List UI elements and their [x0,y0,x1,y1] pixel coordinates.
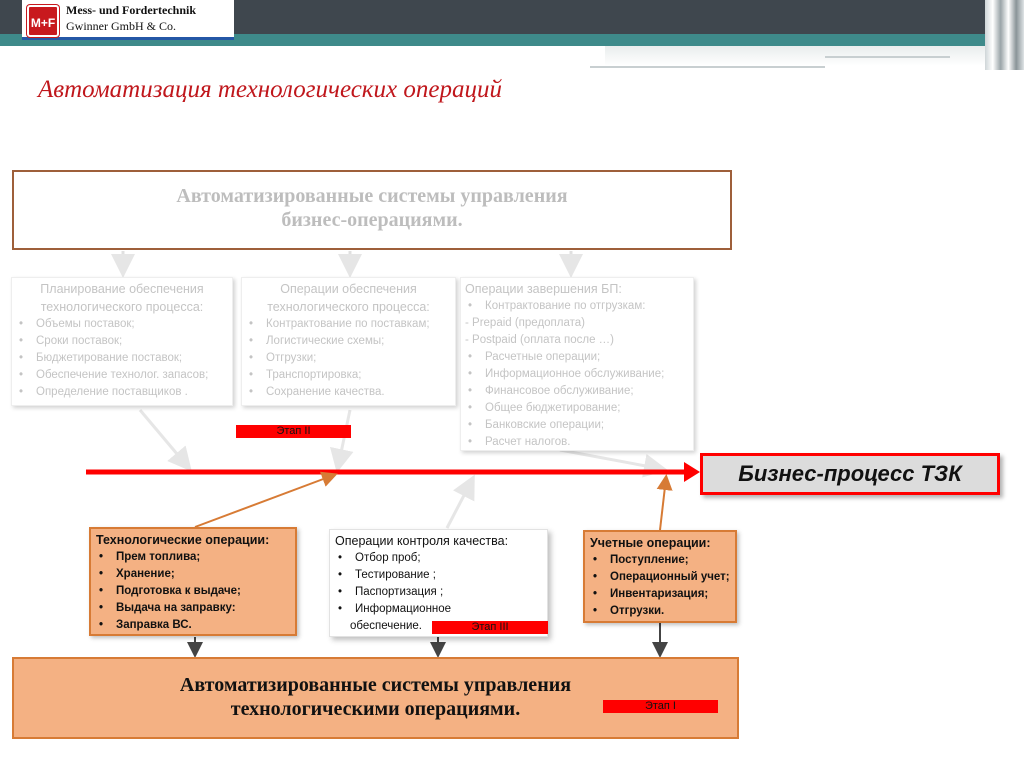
supply-ops-title-cont: технологического процесса: [267,300,430,314]
tech-ops-systems-line2: технологическими операциями. [230,698,521,720]
company-name-sub: Gwinner GmbH & Co. [66,19,176,33]
header-band [0,34,1024,46]
stage-1-label: Этап I [603,700,718,713]
list-item: - Postpaid (оплата после …) [465,334,615,346]
company-logo-icon: M+F [27,5,59,37]
list-item: Логистические схемы; [246,333,451,350]
header-decoration [590,66,825,68]
list-item: Банковские операции; [465,417,689,434]
supply-ops-box: Операции обеспечения технологического пр… [241,277,456,406]
business-ops-systems-line2: бизнес-операциями. [281,209,463,231]
list-item: Транспортировка; [246,367,451,384]
list-item: Расчет налогов. [465,434,689,451]
quality-ops-title: Операции контроля качества: [335,534,509,548]
list-item: Сохранение качества. [246,384,451,401]
business-ops-systems-box: Автоматизированные системы управления би… [12,170,732,250]
list-item: Расчетные операции; [465,349,689,366]
list-item: Поступление; [590,552,730,569]
company-name: Mess- und Fordertechnik [66,3,196,17]
connector-account-flow [656,474,673,531]
list-item: Отбор проб; [335,550,542,567]
list-item: Объемы поставок; [16,316,228,333]
quality-ops-box: Операции контроля качества: Отбор проб; … [329,529,548,637]
stage-2-label: Этап II [236,425,351,438]
planning-title-cont: технологического процесса: [40,300,204,314]
connector-completion-flow [559,448,668,478]
header-decoration [605,46,985,66]
business-process-flow-arrowhead [684,462,700,482]
connector-planning-flow [138,409,192,472]
completion-ops-title: Операции завершения БП: [465,282,622,296]
page-title: Автоматизация технологических операций [38,76,502,103]
list-item: Контрактование по поставкам; [246,316,451,333]
list-item: Общее бюджетирование; [465,400,689,417]
list-item: Отгрузки. [590,603,730,620]
planning-box: Планирование обеспечения технологическог… [11,277,233,406]
list-item: Финансовое обслуживание; [465,383,689,400]
list-item: Отгрузки; [246,350,451,367]
list-item: Определение поставщиков . [16,384,228,401]
quality-ops-item-cont: обеспечение. [350,620,422,632]
list-item: Инвентаризация; [590,586,730,603]
list-item: Выдача на заправку: [96,600,290,617]
list-item: Заправка ВС. [96,617,290,634]
accounting-ops-title: Учетные операции: [590,536,711,550]
list-item: Подготовка к выдаче; [96,583,290,600]
tech-ops-systems-line1: Автоматизированные системы управления [179,674,572,696]
connector-tech-flow [194,471,338,528]
header-decoration [825,56,950,58]
list-item: - Prepaid (предоплата) [465,317,586,329]
stage-3-label: Этап III [432,621,548,634]
list-item: Хранение; [96,566,290,583]
connector-quality-flow [445,474,475,529]
list-item: Информационное [335,601,542,618]
accounting-ops-box: Учетные операции: Поступление; Операцион… [583,530,737,623]
tech-ops-title: Технологические операции: [96,533,270,547]
list-item: Контрактование по отгрузкам: [465,298,689,315]
business-ops-systems-line1: Автоматизированные системы управления [176,185,568,207]
list-item: Информационное обслуживание; [465,366,689,383]
tech-ops-systems-box: Автоматизированные системы управления те… [12,657,739,739]
supply-ops-title: Операции обеспечения [280,282,417,296]
list-item: Паспортизация ; [335,584,542,601]
list-item: Прем топлива; [96,549,290,566]
list-item: Обеспечение технолог. запасов; [16,367,228,384]
business-process-result: Бизнес-процесс ТЗК [700,453,1000,495]
header-decoration [985,0,1024,70]
completion-ops-box: Операции завершения БП: Контрактование п… [460,277,694,451]
list-item: Операционный учет; [590,569,730,586]
list-item: Сроки поставок; [16,333,228,350]
connector-supply-flow [329,409,354,473]
list-item: Бюджетирование поставок; [16,350,228,367]
planning-title: Планирование обеспечения [40,282,204,296]
list-item: Тестирование ; [335,567,542,584]
tech-ops-box: Технологические операции: Прем топлива; … [89,527,297,636]
